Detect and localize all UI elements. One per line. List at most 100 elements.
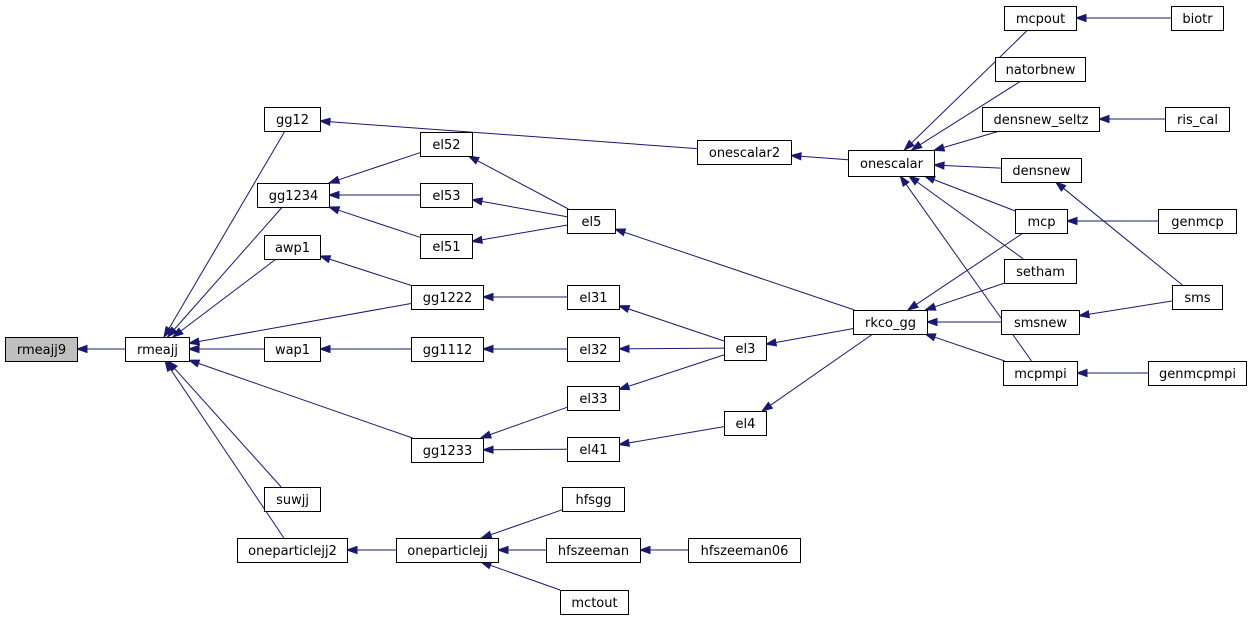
node-box [562, 487, 625, 512]
node-box [1003, 361, 1078, 386]
node-el51[interactable]: el51 [420, 234, 473, 259]
node-label: hfszeeman06 [701, 544, 789, 559]
arrowhead-genmcpmpi-to-mcpmpi [1075, 368, 1088, 378]
node-gg1234[interactable]: gg1234 [257, 183, 330, 208]
node-el5[interactable]: el5 [567, 209, 616, 234]
node-el52[interactable]: el52 [420, 132, 473, 157]
node-mcpout[interactable]: mcpout [1004, 6, 1077, 31]
edge-hfsgg-to-oneparticlejj [490, 509, 563, 536]
node-label: mcpout [1016, 12, 1065, 27]
arrowhead-setham-to-onescalar [907, 175, 920, 186]
node-oneparticlejj[interactable]: oneparticlejj [396, 538, 499, 563]
node-label: wap1 [275, 343, 310, 358]
edge-rkco_gg-to-el3 [775, 328, 854, 343]
node-label: rkco_gg [865, 316, 916, 331]
node-gg1222[interactable]: gg1222 [411, 285, 484, 310]
node-wap1[interactable]: wap1 [264, 337, 321, 362]
node-awp1[interactable]: awp1 [264, 235, 321, 260]
node-label: gg1222 [423, 291, 473, 306]
node-label: el4 [736, 417, 756, 432]
node-suwjj[interactable]: suwjj [264, 487, 321, 512]
node-box [853, 310, 928, 335]
node-oneparticlejj2[interactable]: oneparticlejj2 [237, 538, 348, 563]
node-el3[interactable]: el3 [724, 336, 767, 361]
node-label: genmcp [1171, 215, 1224, 230]
node-box [264, 337, 321, 362]
node-el33[interactable]: el33 [567, 386, 620, 411]
node-label: oneparticlejj2 [248, 544, 337, 559]
node-mcp[interactable]: mcp [1015, 209, 1068, 234]
arrowhead-gg1222-to-awp1 [318, 255, 332, 264]
node-gg1233[interactable]: gg1233 [411, 438, 484, 463]
arrowhead-hfsgg-to-oneparticlejj [479, 530, 493, 539]
arrowhead-rkco_gg-to-el4 [760, 401, 774, 412]
node-label: hfsgg [575, 493, 611, 508]
node-el53[interactable]: el53 [420, 183, 473, 208]
node-label: gg1234 [269, 189, 319, 204]
node-box [567, 337, 620, 362]
edges-layer [75, 13, 1183, 591]
node-box [848, 150, 935, 177]
node-label: gg1112 [423, 343, 473, 358]
arrowhead-mcpmpi-to-rkco_gg [923, 333, 937, 342]
node-box [982, 107, 1100, 132]
node-box [1015, 209, 1068, 234]
node-densnew[interactable]: densnew [1001, 158, 1082, 183]
arrowhead-el51-to-gg1234 [327, 206, 341, 215]
node-setham[interactable]: setham [1004, 259, 1077, 284]
node-label: el53 [432, 189, 460, 204]
node-box [237, 538, 348, 563]
node-mcpmpi[interactable]: mcpmpi [1003, 361, 1078, 386]
node-hfszeeman06[interactable]: hfszeeman06 [688, 538, 801, 563]
node-el32[interactable]: el32 [567, 337, 620, 362]
node-mctout[interactable]: mctout [560, 590, 629, 615]
node-box [396, 538, 499, 563]
node-densnew_seltz[interactable]: densnew_seltz [982, 107, 1100, 132]
node-rkco_gg[interactable]: rkco_gg [853, 310, 928, 335]
node-hfszeeman[interactable]: hfszeeman [546, 538, 641, 563]
node-genmcp[interactable]: genmcp [1158, 209, 1237, 234]
arrowhead-setham-to-rkco_gg [923, 302, 937, 311]
node-onescalar2[interactable]: onescalar2 [697, 140, 792, 165]
edge-setham-to-rkco_gg [934, 282, 1005, 308]
arrowhead-gg1112-to-rmeajj [187, 344, 200, 354]
node-label: onescalar2 [709, 146, 780, 161]
node-label: el51 [432, 240, 460, 255]
arrowhead-el3-to-el33 [617, 382, 631, 391]
node-box [567, 386, 620, 411]
arrowhead-mcpmpi-to-onescalar [899, 174, 910, 188]
node-label: suwjj [276, 493, 309, 508]
edge-densnew-to-onescalar [943, 165, 1002, 169]
node-biotr[interactable]: biotr [1171, 6, 1224, 31]
node-box [411, 438, 484, 463]
arrowhead-gg12-to-rmeajj [163, 325, 173, 339]
edge-el3-to-el31 [628, 308, 725, 342]
node-box [567, 437, 620, 462]
arrowhead-sms-to-densnew [1054, 181, 1067, 192]
edge-onescalar2-to-gg12 [329, 121, 698, 150]
edge-el5-to-el53 [481, 200, 568, 218]
node-el4[interactable]: el4 [724, 411, 767, 436]
node-onescalar[interactable]: onescalar [848, 150, 935, 177]
node-ris_cal[interactable]: ris_cal [1165, 107, 1230, 132]
node-gg1112[interactable]: gg1112 [411, 337, 484, 362]
node-label: sms [1184, 291, 1210, 306]
arrowhead-el4-to-el41 [617, 438, 631, 447]
node-label: biotr [1182, 12, 1213, 27]
node-el41[interactable]: el41 [567, 437, 620, 462]
node-box [257, 183, 330, 208]
node-label: rmeajj9 [17, 343, 66, 358]
node-natorbnew[interactable]: natorbnew [995, 57, 1086, 82]
edge-el41-to-gg1233 [492, 448, 568, 451]
node-smsnew[interactable]: smsnew [1001, 310, 1080, 335]
node-rmeajj9[interactable]: rmeajj9 [5, 337, 78, 362]
node-label: mcp [1027, 215, 1055, 230]
node-genmcpmpi[interactable]: genmcpmpi [1148, 361, 1247, 386]
node-sms[interactable]: sms [1172, 285, 1223, 310]
node-gg12[interactable]: gg12 [264, 107, 321, 132]
node-box [264, 107, 321, 132]
node-rmeajj[interactable]: rmeajj [125, 337, 190, 362]
node-el31[interactable]: el31 [567, 285, 620, 310]
node-hfsgg[interactable]: hfsgg [562, 487, 625, 512]
